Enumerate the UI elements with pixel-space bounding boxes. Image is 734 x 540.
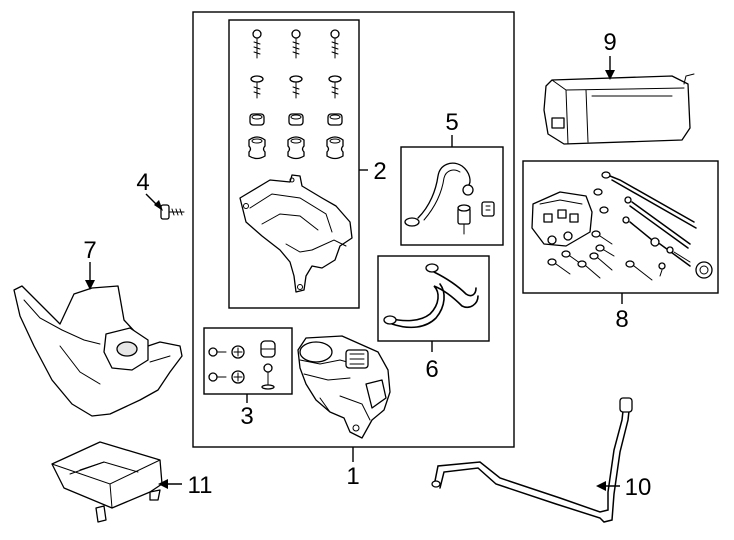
pressure-sensor	[457, 204, 471, 235]
bolt-small	[261, 363, 275, 390]
nut-2	[288, 113, 304, 126]
callout-6: 6	[425, 356, 438, 383]
bolt-long-1	[252, 29, 262, 59]
line-2	[624, 196, 691, 249]
callout-3: 3	[240, 403, 253, 430]
screw-2	[208, 372, 227, 382]
callout-10: 10	[625, 474, 652, 501]
group-box-8	[522, 160, 719, 294]
part-10-air-line	[431, 397, 633, 523]
callout-1: 1	[346, 463, 359, 490]
part-2-hardware	[239, 29, 353, 293]
bolt-short-2	[289, 75, 303, 99]
clip-2	[231, 370, 245, 384]
group-box-6	[377, 255, 490, 342]
part-3-fasteners	[208, 340, 276, 390]
leader-lines	[85, 56, 623, 491]
part-9-canister	[543, 73, 695, 145]
part-5-hose-sensor	[404, 162, 495, 235]
nut-1	[249, 113, 265, 126]
callout-2: 2	[373, 158, 386, 185]
connector	[481, 201, 495, 217]
part-6-tube	[383, 263, 479, 329]
part-11-module	[51, 441, 163, 523]
part-4-bolt	[160, 204, 185, 220]
callout-4: 4	[136, 169, 149, 196]
bolt-short-1	[250, 75, 264, 99]
group-box-2	[228, 19, 360, 309]
nut-3	[327, 113, 343, 126]
bolt-long-2	[291, 29, 301, 59]
grommet-2	[287, 136, 305, 160]
part-1-compressor	[297, 335, 391, 439]
bolt-short-3	[328, 75, 342, 99]
grommet-1	[248, 136, 266, 160]
grommet-ring	[695, 261, 713, 279]
callout-9: 9	[603, 29, 616, 56]
callout-5: 5	[445, 109, 458, 136]
line-1	[601, 171, 697, 229]
part-8-valve-block	[531, 171, 713, 281]
callout-8: 8	[615, 306, 628, 333]
fittings	[547, 188, 691, 281]
group-box-3	[203, 327, 293, 395]
callout-11: 11	[188, 472, 213, 499]
clip-1	[231, 345, 245, 359]
line-3	[622, 216, 691, 267]
part-7-shield	[13, 285, 183, 417]
compressor-bracket	[239, 174, 353, 293]
grommet-small	[260, 340, 276, 358]
grommet-3	[326, 136, 344, 160]
screw-1	[208, 347, 227, 357]
callout-7: 7	[83, 237, 96, 264]
bolt-long-3	[330, 29, 340, 59]
